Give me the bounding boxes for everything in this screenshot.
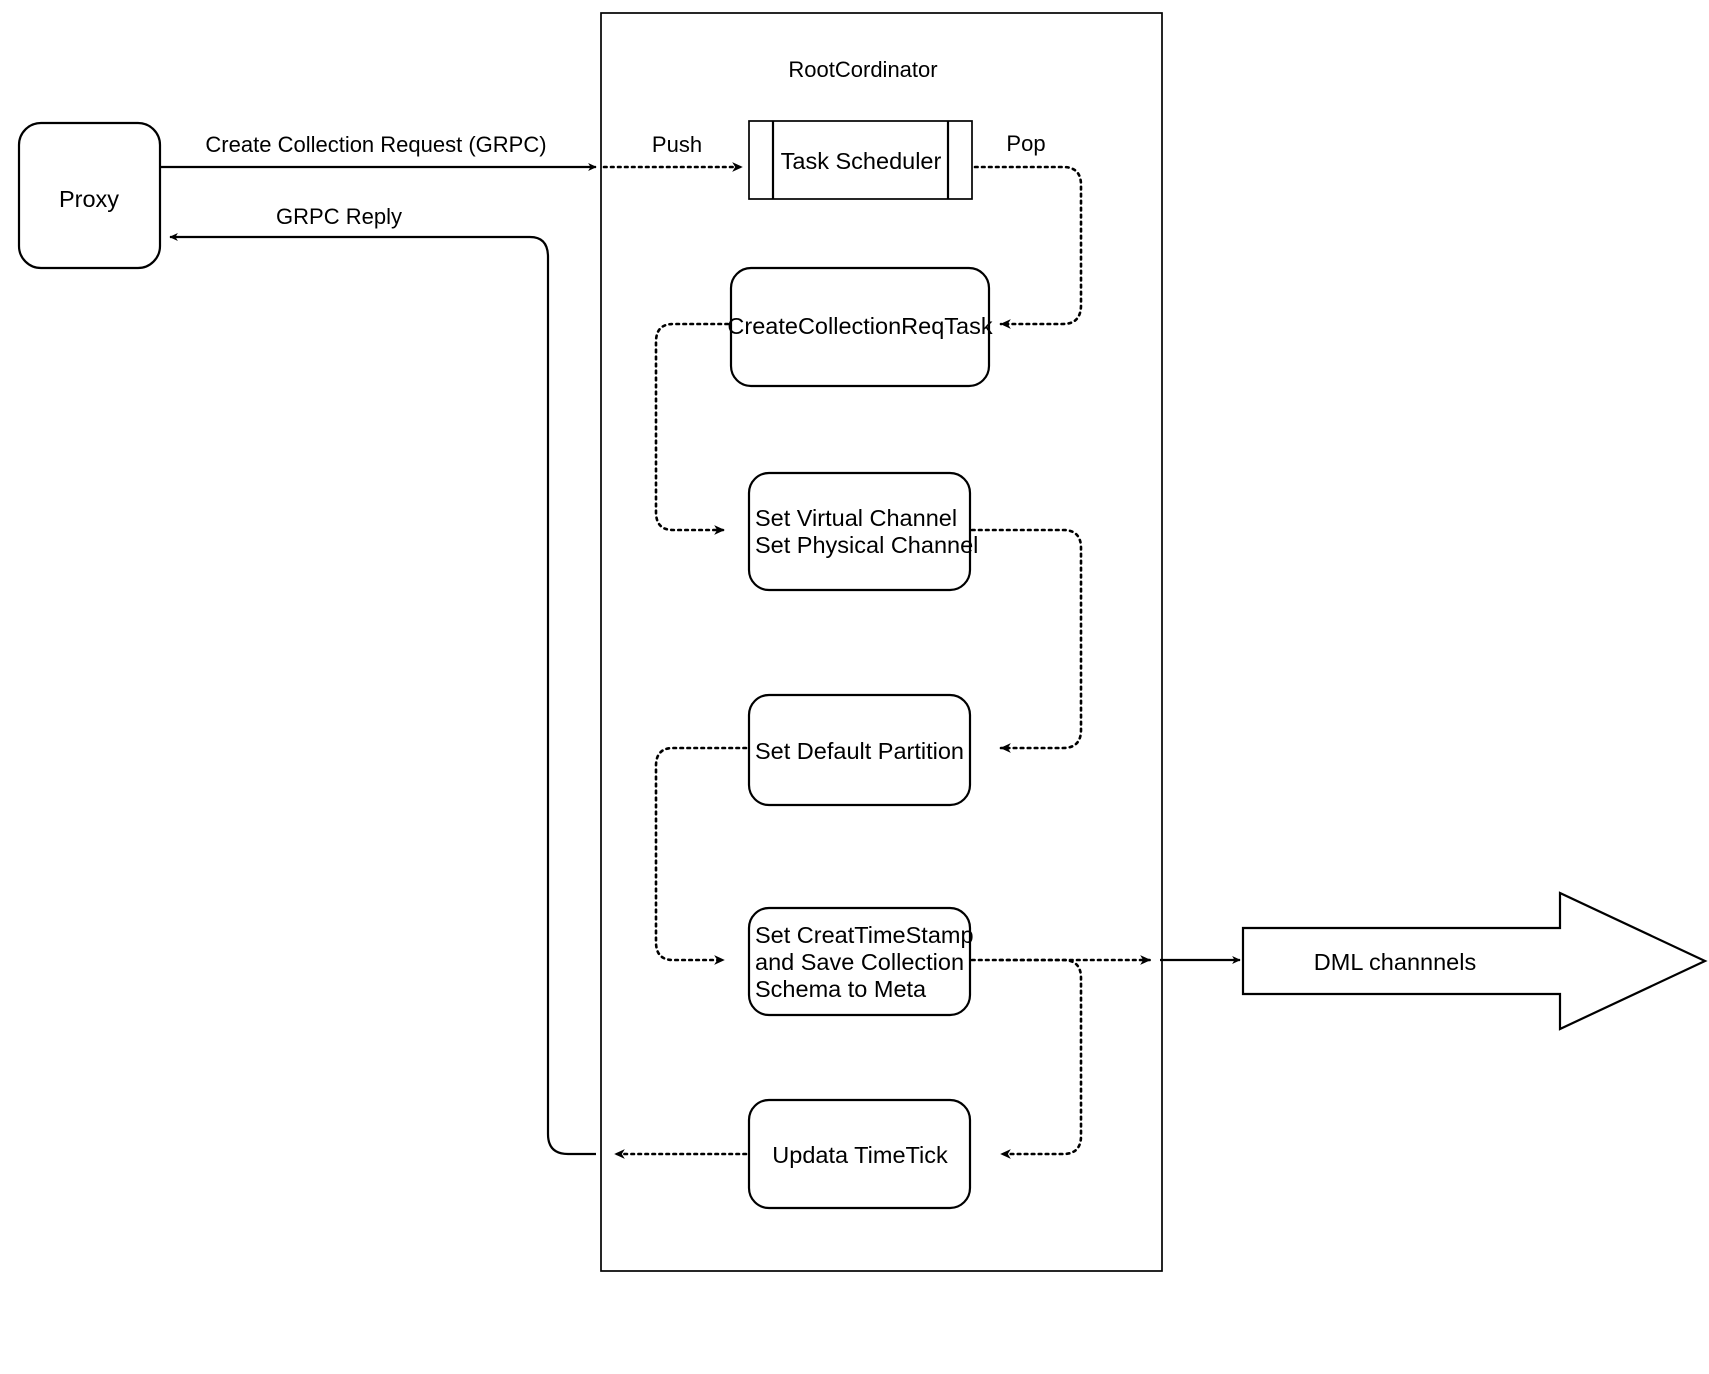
task-scheduler-label: Task Scheduler (781, 148, 942, 174)
update-timetick-label: Updata TimeTick (772, 1142, 948, 1168)
grpc-reply-line (169, 232, 596, 1156)
dml-channels-arrow-shape[interactable] (1241, 891, 1708, 1031)
create-collection-req-task-label: CreateCollectionReqTask (727, 313, 992, 339)
channel-to-partition-line (970, 528, 1083, 753)
node-dml-channels[interactable]: DML channnels (1241, 891, 1708, 1031)
set-timestamp-line-1: Set CreatTimeStamp (755, 922, 974, 948)
update-timetick-box[interactable] (747, 1098, 972, 1210)
proxy-box[interactable] (17, 121, 162, 270)
task-to-channel-line (654, 322, 730, 535)
push-label: Push (652, 132, 702, 157)
node-proxy[interactable]: Proxy (17, 121, 162, 270)
edge-partition-to-timestamp (654, 746, 748, 965)
set-timestamp-box[interactable] (747, 906, 972, 1017)
set-default-partition-label: Set Default Partition (755, 738, 964, 764)
node-set-timestamp[interactable]: Set CreatTimeStamp and Save Collection S… (747, 906, 974, 1017)
node-create-collection-req-task[interactable]: CreateCollectionReqTask (727, 266, 993, 388)
pop-label: Pop (1006, 131, 1045, 156)
edge-grpc-reply: GRPC Reply (169, 204, 596, 1156)
proxy-label: Proxy (59, 186, 119, 212)
rootcordinator-label: RootCordinator (788, 57, 937, 82)
node-update-timetick[interactable]: Updata TimeTick (747, 1098, 972, 1210)
node-task-scheduler[interactable]: Task Scheduler (748, 120, 973, 200)
grpc-reply-label: GRPC Reply (276, 204, 402, 229)
dml-channels-label: DML channnels (1314, 949, 1476, 975)
rootcordinator-box (600, 12, 1163, 1272)
partition-to-timestamp-line (654, 746, 748, 965)
pop-line (973, 165, 1083, 329)
edge-task-to-channel (654, 322, 730, 535)
create-collection-request-label: Create Collection Request (GRPC) (205, 132, 546, 157)
set-timestamp-line-2: and Save Collection (755, 949, 964, 975)
set-channel-box[interactable] (747, 471, 972, 592)
set-default-partition-box[interactable] (747, 693, 972, 807)
set-timestamp-line-3: Schema to Meta (755, 976, 927, 1002)
edge-push: Push (602, 132, 744, 172)
task-scheduler-box[interactable] (748, 120, 973, 200)
create-collection-req-task-box[interactable] (729, 266, 991, 388)
edge-channel-to-partition (970, 528, 1083, 753)
set-channel-line-2: Set Physical Channel (755, 532, 978, 558)
node-set-default-partition[interactable]: Set Default Partition (747, 693, 972, 807)
edge-pop: Pop (973, 131, 1083, 329)
rootcordinator-container: RootCordinator (600, 12, 1163, 1272)
edge-timestamp-to-timetick (998, 958, 1083, 1159)
node-set-channel[interactable]: Set Virtual Channel Set Physical Channel (747, 471, 978, 592)
edge-create-collection-request: Create Collection Request (GRPC) (160, 132, 597, 172)
timestamp-to-timetick-line (998, 958, 1083, 1159)
set-channel-line-1: Set Virtual Channel (755, 505, 957, 531)
